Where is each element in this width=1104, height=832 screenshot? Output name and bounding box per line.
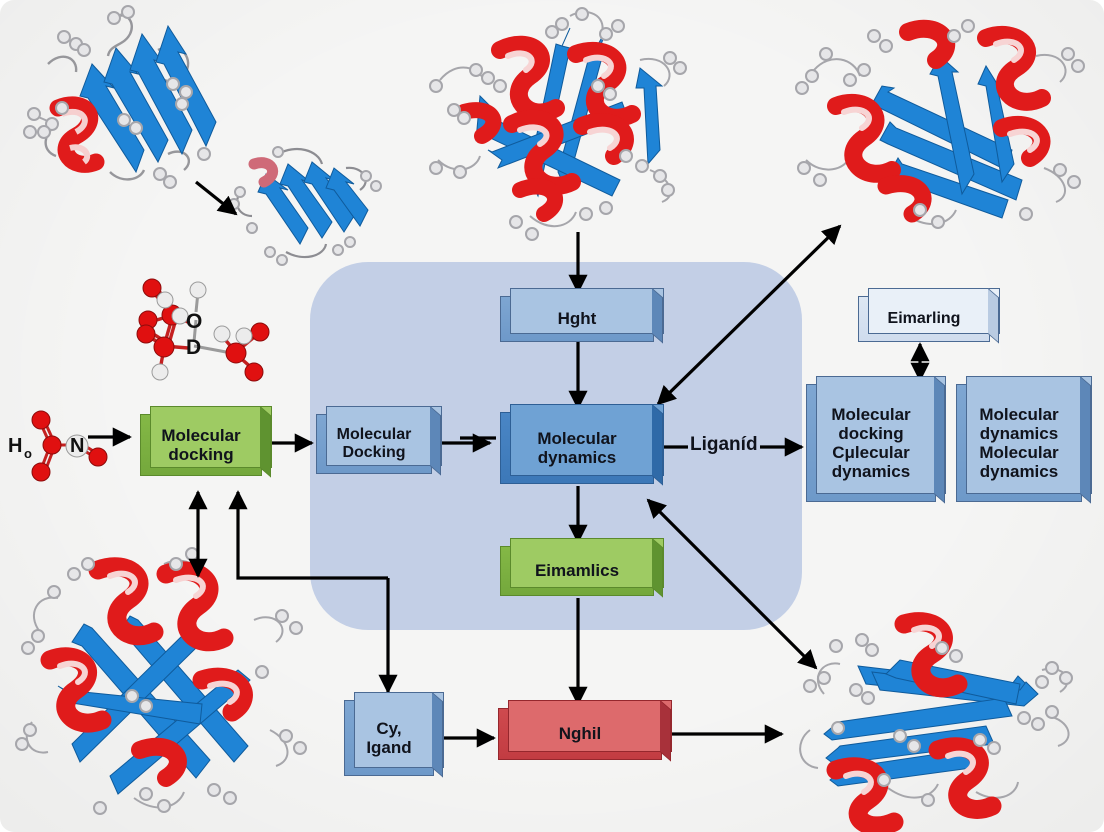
box-label: Molecular docking — [161, 425, 241, 464]
edge-label-ligand: Liganíd — [690, 434, 758, 455]
atom-label-o-upper: O — [186, 310, 202, 333]
arrow-topleft-to-small — [195, 180, 238, 216]
box-eimarling[interactable]: Eimarling — [858, 296, 990, 342]
box-label: Molecular dynamics — [537, 428, 617, 467]
box-label: Molecular docking Cμlecular dynamics — [831, 404, 911, 482]
box-molecular-docking-blue[interactable]: Molecular Docking — [316, 414, 432, 474]
box-cy-ligand[interactable]: Cy, Igand — [344, 700, 434, 776]
box-right-molecular-dynamics[interactable]: Molecular dynamics Molecular dynamics — [956, 384, 1082, 502]
arrow-dynamics-to-topright-protein — [656, 224, 842, 406]
box-label: Molecular Docking — [336, 426, 412, 461]
box-molecular-docking-green[interactable]: Molecular docking — [140, 414, 262, 476]
box-eimamlics[interactable]: Eimamlics — [500, 546, 654, 596]
box-label: Hght — [557, 309, 597, 329]
protein-structure-top-right — [795, 19, 1085, 229]
ligand-molecule-upper: O D — [136, 278, 270, 382]
protein-structure-top-center — [429, 7, 687, 241]
box-right-molecular-docking[interactable]: Molecular docking Cμlecular dynamics — [806, 384, 936, 502]
atom-label-d-upper: D — [186, 336, 201, 359]
protein-structure-bottom-left — [15, 547, 307, 815]
connector-feedback-elbow — [228, 490, 388, 580]
box-label: Eimamlics — [534, 561, 620, 581]
arrow-dynamics-to-bottomright-protein — [646, 498, 818, 670]
box-nghil[interactable]: Nghil — [498, 708, 662, 760]
protein-structure-bottom-right — [799, 612, 1073, 832]
atom-label-o-sub: o — [24, 446, 32, 461]
protein-structure-top-left — [23, 5, 217, 189]
atom-label-h: H — [8, 435, 22, 457]
protein-structure-top-left-small — [228, 146, 382, 266]
box-label: Cy, Igand — [366, 718, 412, 757]
box-molecular-dynamics-center[interactable]: Molecular dynamics — [500, 412, 654, 484]
atom-label-n: N — [70, 435, 84, 457]
box-label: Eimarling — [887, 310, 961, 328]
box-label: Molecular dynamics Molecular dynamics — [979, 404, 1059, 482]
box-hght[interactable]: Hght — [500, 296, 654, 342]
box-label: Nghil — [558, 724, 602, 744]
ligand-molecule-nitro: H o N — [8, 410, 108, 482]
